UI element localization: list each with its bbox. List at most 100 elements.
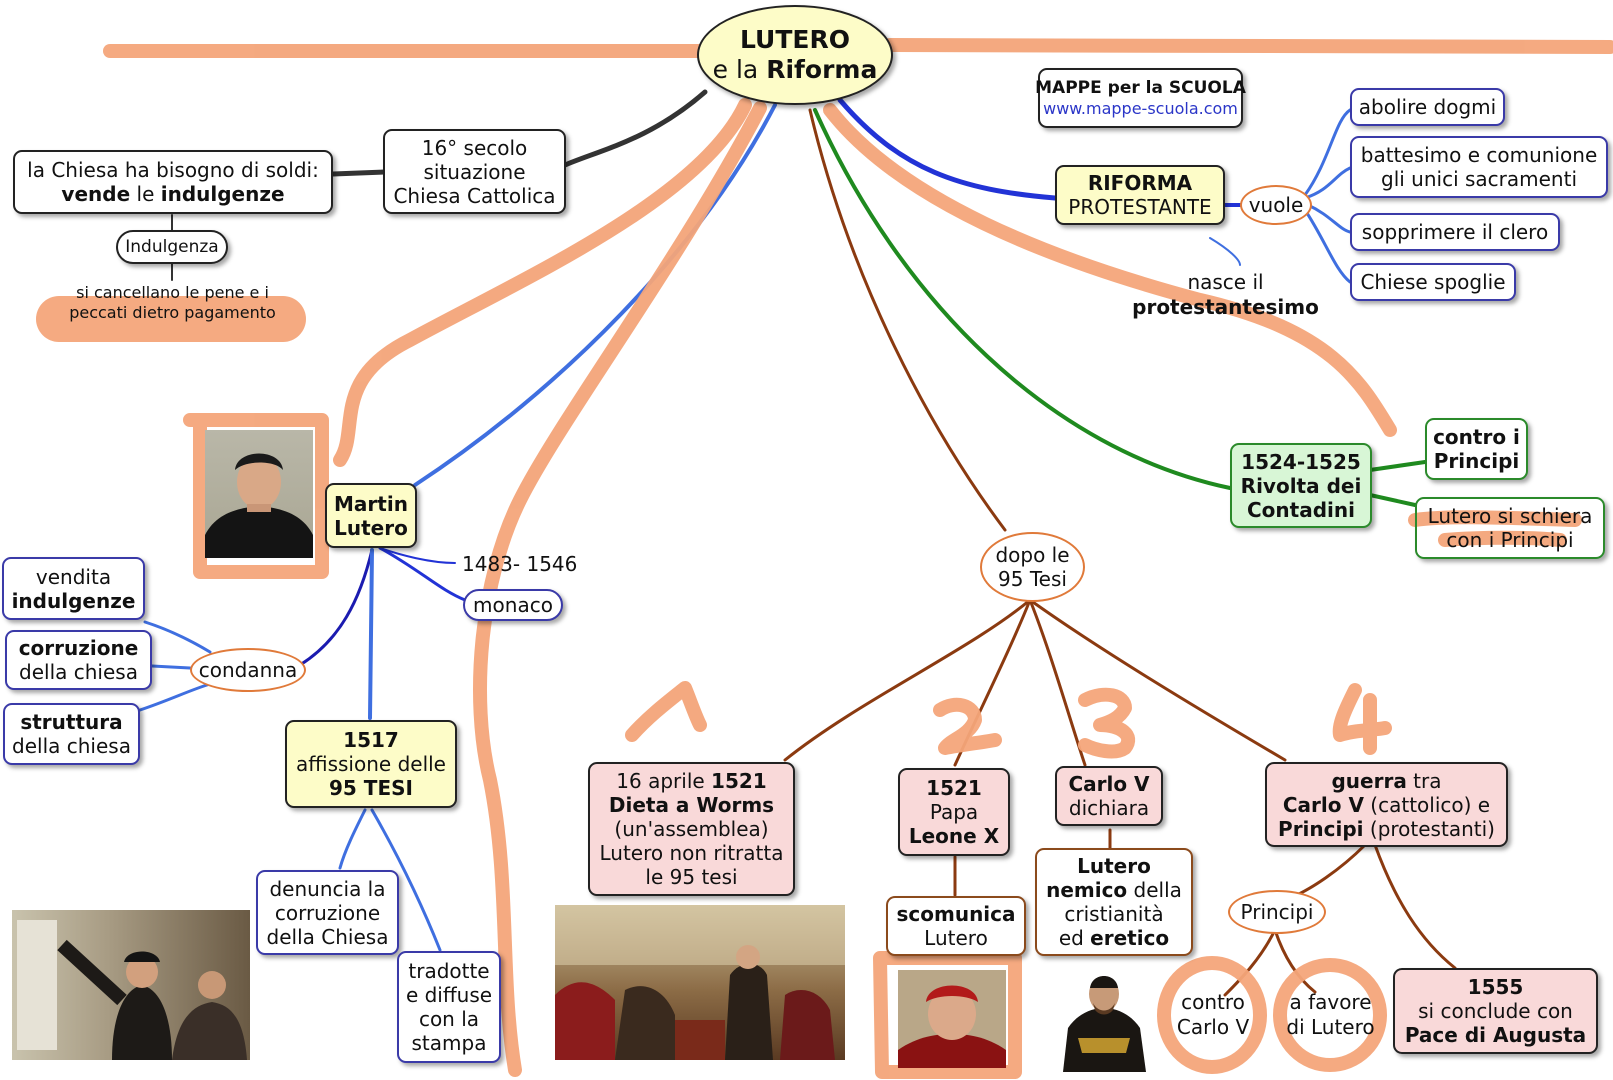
connector-riforma bbox=[837, 97, 1058, 201]
worms-l2: Dieta a Worms bbox=[608, 793, 775, 817]
scomunica-l2: Lutero bbox=[924, 926, 988, 950]
node-pace-augusta[interactable]: 1555 si conclude con Pace di Augusta bbox=[1393, 968, 1598, 1054]
node-scomunica[interactable]: scomunica Lutero bbox=[886, 896, 1026, 956]
dopo-l2: 95 Tesi bbox=[998, 567, 1067, 591]
credit-url[interactable]: www.mappe-scuola.com bbox=[1043, 98, 1238, 118]
node-papa-leone[interactable]: 1521 Papa Leone X bbox=[898, 768, 1010, 856]
nemico-l2a: nemico bbox=[1046, 878, 1128, 902]
dates-label: 1483- 1546 bbox=[462, 552, 578, 576]
chiesa-l2c: indulgenze bbox=[160, 182, 285, 206]
node-indulgenza-def: si cancellano le pene e i peccati dietro… bbox=[40, 283, 305, 323]
connector-rivolta-contro bbox=[1368, 460, 1427, 472]
tesi-l2: affissione delle bbox=[296, 752, 446, 776]
guerra-l1a: guerra bbox=[1331, 768, 1407, 793]
node-abolire-dogmi[interactable]: abolire dogmi bbox=[1350, 88, 1505, 126]
node-vuole[interactable]: vuole bbox=[1240, 185, 1312, 225]
battesimo-l1: battesimo e comunione bbox=[1360, 143, 1598, 167]
carlo-l2: dichiara bbox=[1068, 796, 1150, 820]
central-topic-node[interactable]: LUTERO e la Riforma bbox=[697, 5, 893, 105]
chiese-label: Chiese spoglie bbox=[1360, 270, 1506, 294]
corruzione-l2: della chiesa bbox=[19, 660, 138, 684]
contro-carlo-l2: Carlo V bbox=[1176, 1015, 1250, 1039]
node-chiese-spoglie[interactable]: Chiese spoglie bbox=[1350, 263, 1516, 301]
node-schiera[interactable]: Lutero si schiera con i Principi bbox=[1415, 497, 1605, 559]
secolo-l2: situazione bbox=[423, 159, 526, 184]
node-condanna[interactable]: condanna bbox=[190, 648, 306, 692]
secolo-l1: 16° secolo bbox=[421, 135, 528, 160]
portrait-luther bbox=[205, 430, 313, 558]
papa-l2: Papa bbox=[929, 800, 979, 824]
indulgenza-def-highlight bbox=[36, 296, 306, 342]
worms-l3: (un'assemblea) bbox=[614, 817, 769, 841]
credit-name: MAPPE per la SCUOLA bbox=[1035, 78, 1246, 99]
connector-dopo bbox=[808, 108, 1007, 532]
augusta-l1: 1555 bbox=[1467, 975, 1524, 999]
condanna-label: condanna bbox=[198, 658, 298, 682]
connector-rivolta bbox=[813, 108, 1232, 490]
node-a-favore[interactable]: a favore di Lutero bbox=[1283, 990, 1378, 1040]
node-martin-lutero[interactable]: Martin Lutero bbox=[325, 483, 417, 548]
connector-rivolta-schiera bbox=[1368, 493, 1417, 507]
central-topic-line2a: e la bbox=[712, 55, 767, 84]
favore-l1: a favore bbox=[1289, 990, 1372, 1014]
struttura-l2: della chiesa bbox=[12, 734, 131, 758]
charles-v-drawing bbox=[1063, 976, 1146, 1072]
node-carlo-dichiara[interactable]: Carlo V dichiara bbox=[1055, 766, 1163, 826]
diet-of-worms-painting bbox=[555, 905, 845, 1060]
node-denuncia[interactable]: denuncia la corruzione della Chiesa bbox=[256, 870, 399, 955]
chiesa-l1: la Chiesa ha bisogno di soldi: bbox=[27, 158, 319, 182]
vendita-l1: vendita bbox=[35, 564, 112, 589]
nemico-l2b: della bbox=[1127, 878, 1182, 902]
luther-nailing-drawing bbox=[17, 920, 247, 1060]
node-corruzione[interactable]: corruzione della chiesa bbox=[5, 630, 152, 690]
node-sopprimere-clero[interactable]: sopprimere il clero bbox=[1350, 213, 1560, 251]
guerra-l1b: tra bbox=[1406, 768, 1442, 793]
node-contro-carlo[interactable]: contro Carlo V bbox=[1168, 990, 1258, 1040]
favore-l2: di Lutero bbox=[1286, 1015, 1375, 1039]
nasce-l2: protestantesimo bbox=[1132, 295, 1319, 319]
node-chiesa-soldi[interactable]: la Chiesa ha bisogno di soldi: vende le … bbox=[13, 150, 333, 214]
principi-label: Principi bbox=[1240, 900, 1314, 924]
node-battesimo[interactable]: battesimo e comunione gli unici sacramen… bbox=[1350, 136, 1608, 198]
guerra-l3b: (protestanti) bbox=[1363, 816, 1495, 841]
riforma-l2: PROTESTANTE bbox=[1068, 195, 1212, 219]
pope-leo-portrait bbox=[898, 970, 1006, 1068]
nemico-l4b: eretico bbox=[1090, 926, 1170, 950]
chiesa-l2a: vende bbox=[61, 182, 131, 206]
portrait-luther-drawing bbox=[205, 453, 313, 558]
rivolta-l1: 1524-1525 bbox=[1241, 449, 1361, 474]
node-dieta-worms[interactable]: 16 aprile 1521 Dieta a Worms (un'assembl… bbox=[588, 762, 795, 896]
credit-box[interactable]: MAPPE per la SCUOLA www.mappe-scuola.com bbox=[1035, 68, 1246, 128]
connector-martin bbox=[413, 103, 777, 487]
node-indulgenza[interactable]: Indulgenza bbox=[116, 230, 228, 264]
schiera-l2: con i Principi bbox=[1446, 528, 1574, 552]
denuncia-l1: denuncia la bbox=[269, 876, 386, 901]
denuncia-l2: corruzione bbox=[274, 900, 381, 925]
worms-l1b: 1521 bbox=[711, 769, 767, 793]
nemico-l4a: ed bbox=[1058, 926, 1091, 950]
node-secolo[interactable]: 16° secolo situazione Chiesa Cattolica bbox=[383, 129, 566, 214]
node-rivolta-contadini[interactable]: 1524-1525 Rivolta dei Contadini bbox=[1230, 443, 1372, 528]
tesi-l3: 95 TESI bbox=[329, 776, 413, 800]
contro-carlo-l1: contro bbox=[1181, 990, 1245, 1014]
node-vendita[interactable]: vendita indulgenze bbox=[2, 557, 145, 620]
node-monaco[interactable]: monaco bbox=[463, 589, 563, 621]
node-struttura[interactable]: struttura della chiesa bbox=[3, 703, 140, 765]
node-principi[interactable]: Principi bbox=[1228, 890, 1326, 934]
node-guerra[interactable]: guerra tra Carlo V (cattolico) e Princip… bbox=[1265, 762, 1508, 847]
guerra-l2b: (cattolico) e bbox=[1363, 792, 1491, 817]
node-riforma-protestante[interactable]: RIFORMA PROTESTANTE bbox=[1055, 165, 1225, 225]
rivolta-l3: Contadini bbox=[1247, 497, 1355, 522]
connector-secolo bbox=[562, 89, 708, 168]
chiesa-l2b: le bbox=[130, 182, 161, 206]
worms-l1a: 16 aprile bbox=[616, 769, 712, 793]
node-tesi-1517[interactable]: 1517 affissione delle 95 TESI bbox=[285, 720, 457, 808]
monaco-label: monaco bbox=[473, 593, 553, 617]
nemico-l3: cristianità bbox=[1064, 902, 1164, 926]
node-dopo-tesi[interactable]: dopo le 95 Tesi bbox=[980, 532, 1085, 602]
node-nemico[interactable]: Lutero nemico della cristianità ed ereti… bbox=[1035, 848, 1193, 956]
node-contro-principi[interactable]: contro i Principi bbox=[1425, 418, 1528, 480]
node-tradotte[interactable]: tradotte e diffuse con la stampa bbox=[397, 951, 501, 1063]
tradotte-l1: tradotte bbox=[408, 959, 490, 983]
carlo-l1: Carlo V bbox=[1068, 772, 1150, 796]
